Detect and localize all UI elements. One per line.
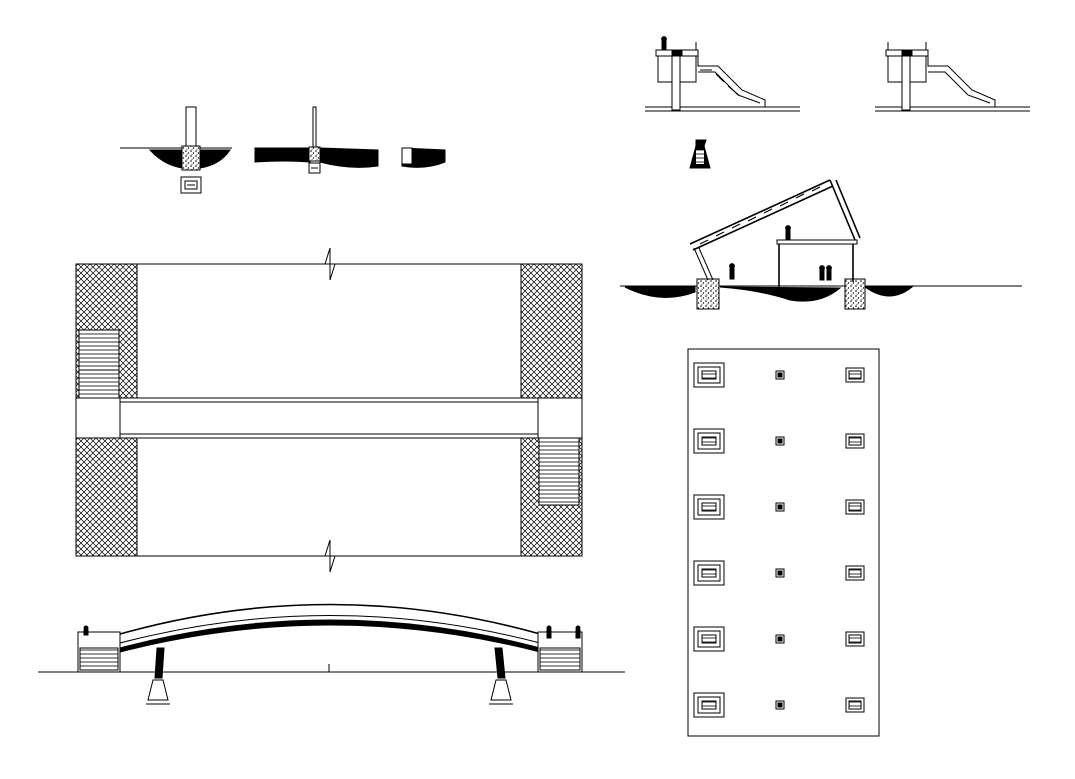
footing-grid <box>693 362 865 718</box>
footing-6-3 <box>845 697 865 713</box>
footing-1-1 <box>693 362 725 388</box>
footing-2-3 <box>845 433 865 449</box>
footing-1-2 <box>775 370 785 380</box>
footing-4-1 <box>693 560 725 586</box>
footing-6-2 <box>775 700 785 710</box>
footing-1-3 <box>845 367 865 383</box>
footing-3-2 <box>775 502 785 512</box>
footing-5-1 <box>693 626 725 652</box>
footing-3-1 <box>693 494 725 520</box>
footing-2-2 <box>775 436 785 446</box>
footing-5-3 <box>845 631 865 647</box>
footing-4-3 <box>845 565 865 581</box>
stair-section-right <box>875 42 1030 112</box>
bridge-elevation <box>38 603 625 705</box>
footing-6-1 <box>693 692 725 718</box>
footing-2-1 <box>693 428 725 454</box>
footing-3-3 <box>845 499 865 515</box>
footing-4-2 <box>775 568 785 578</box>
stair-section-left <box>645 36 800 112</box>
footing-5-2 <box>775 634 785 644</box>
bridge-plan <box>75 247 583 573</box>
pier-detail <box>689 139 711 169</box>
footing-layout-plan <box>687 348 880 737</box>
foundation-sections <box>120 106 446 194</box>
crane-erection-section <box>620 179 1022 310</box>
